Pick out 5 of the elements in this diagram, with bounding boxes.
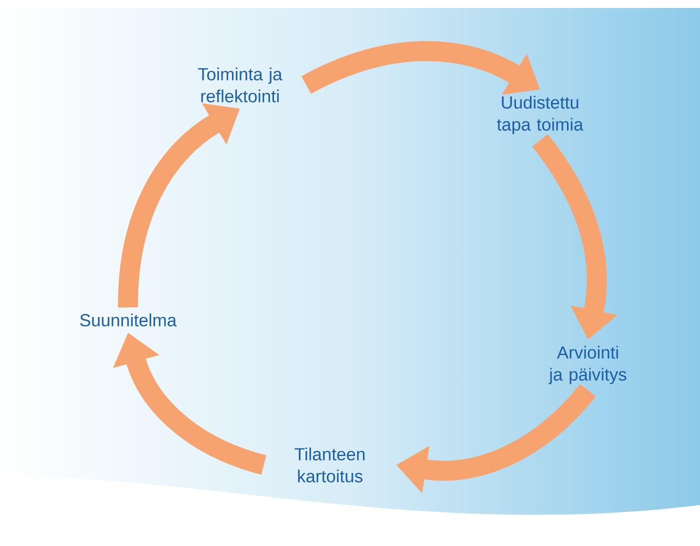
step-label: Tilanteen kartoitus <box>294 448 365 482</box>
step-label: Toiminta ja reflektointi <box>198 68 282 102</box>
step-label: Arviointi ja päivitys <box>548 346 626 384</box>
step-label: Uudistettu tapa toimia <box>497 96 584 134</box>
step-label: Suunnitelma <box>80 314 177 326</box>
